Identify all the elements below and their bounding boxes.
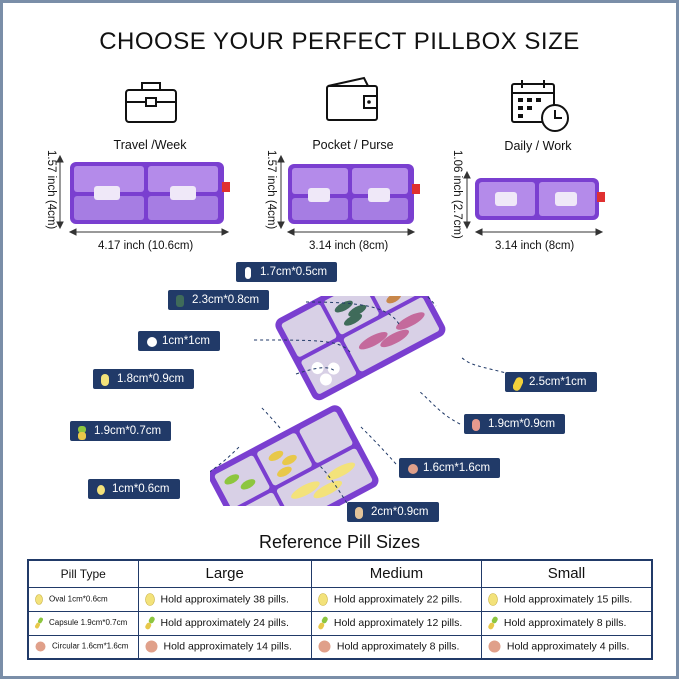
row-medium-cell: Hold approximately 22 pills. — [310, 586, 482, 612]
pillbox-small-image — [475, 178, 605, 220]
row-large-value: Hold approximately 38 pills. — [160, 592, 289, 605]
row-medium-value: Hold approximately 22 pills. — [333, 592, 463, 605]
circular-pill-icon — [145, 640, 157, 653]
table-row: Capsule 1.9cm*0.7cm Hold approximately 2… — [27, 610, 653, 636]
row-small-cell: Hold approximately 4 pills. — [480, 634, 653, 660]
briefcase-icon — [125, 82, 177, 123]
row-large-value: Hold approximately 14 pills. — [163, 640, 292, 653]
capsule-green-yellow-icon — [78, 426, 86, 440]
header-small: Small — [480, 559, 653, 588]
height-daily: 1.06 inch (2.7cm) — [451, 150, 463, 239]
wallet-icon — [326, 76, 378, 121]
pill-chip-h: 1.9cm*0.9cm — [464, 414, 566, 434]
capsule-green-icon — [176, 295, 184, 307]
row-type-cell: Capsule 1.9cm*0.7cm — [27, 610, 139, 636]
header-medium: Medium — [310, 559, 482, 588]
row-large-cell: Hold approximately 24 pills. — [137, 610, 312, 636]
pill-chip-i-label: 1.6cm*1.6cm — [423, 462, 491, 474]
reference-table: Pill Type Large Medium Small Oval 1cm*0.… — [27, 559, 653, 660]
oval-pill-icon — [488, 592, 498, 606]
oval-tan-icon — [355, 507, 363, 519]
table-row: Circular 1.6cm*1.6cm Hold approximately … — [27, 634, 653, 660]
row-large-value: Hold approximately 24 pills. — [160, 616, 289, 629]
pill-chip-d-label: 1.8cm*0.9cm — [117, 373, 185, 385]
row-large-cell: Hold approximately 38 pills. — [137, 586, 312, 612]
round-pink-icon — [408, 464, 418, 474]
width-daily: 3.14 inch (8cm) — [495, 240, 575, 252]
pill-chip-b-label: 2.3cm*0.8cm — [192, 294, 260, 306]
header-pill-type: Pill Type — [27, 559, 139, 588]
reference-title: Reference Pill Sizes — [258, 532, 421, 552]
header-large: Large — [137, 559, 312, 588]
pill-chip-i: 1.6cm*1.6cm — [399, 458, 501, 478]
oval-yellow-icon — [101, 374, 109, 386]
table-header-row: Pill Type Large Medium Small — [27, 559, 653, 588]
pill-chip-e-label: 1.9cm*0.7cm — [94, 425, 162, 437]
oval-large-yellow-icon — [513, 377, 523, 391]
row-type-cell: Circular 1.6cm*1.6cm — [27, 634, 139, 660]
pill-chip-e: 1.9cm*0.7cm — [70, 421, 172, 441]
pill-chip-j-label: 2cm*0.9cm — [371, 506, 429, 518]
row-medium-cell: Hold approximately 12 pills. — [310, 610, 482, 636]
row-type-cell: Oval 1cm*0.6cm — [27, 586, 139, 612]
oval-small-yellow-icon — [97, 485, 105, 495]
width-travel: 4.17 inch (10.6cm) — [98, 240, 194, 252]
row-type-label: Oval 1cm*0.6cm — [49, 594, 108, 604]
pill-chip-h-label: 1.9cm*0.9cm — [488, 418, 556, 430]
oval-pink-icon — [472, 419, 480, 431]
circular-pill-icon — [488, 640, 501, 653]
height-pocket: 1.57 inch (4cm) — [265, 150, 277, 230]
capsule-pill-icon — [318, 616, 328, 630]
oval-pill-icon — [35, 593, 43, 605]
dimension-lines — [56, 154, 604, 236]
circular-pill-icon — [318, 640, 331, 653]
pill-chip-f: 1cm*0.6cm — [88, 479, 180, 499]
pillbox-large-image — [70, 162, 230, 224]
size-label-daily: Daily / Work — [504, 139, 572, 153]
row-medium-value: Hold approximately 12 pills. — [333, 616, 463, 629]
pill-chip-d: 1.8cm*0.9cm — [93, 369, 195, 389]
row-small-value: Hold approximately 8 pills. — [503, 616, 627, 629]
capsule-pill-icon — [144, 616, 155, 630]
pill-chip-g: 2.5cm*1cm — [505, 372, 597, 392]
height-travel: 1.57 inch (4cm) — [45, 150, 57, 230]
pill-chip-c-label: 1cm*1cm — [162, 335, 210, 347]
row-type-label: Circular 1.6cm*1.6cm — [52, 641, 129, 651]
capsule-pill-icon — [488, 616, 498, 630]
circular-pill-icon — [35, 641, 46, 652]
width-pocket: 3.14 inch (8cm) — [309, 240, 389, 252]
pill-chip-g-label: 2.5cm*1cm — [529, 376, 587, 388]
pill-chip-b: 2.3cm*0.8cm — [168, 290, 270, 310]
size-label-pocket: Pocket / Purse — [312, 138, 394, 152]
pill-chip-a: 1.7cm*0.5cm — [236, 262, 338, 282]
row-type-label: Capsule 1.9cm*0.7cm — [49, 618, 128, 628]
calendar-clock-icon — [511, 80, 569, 132]
pill-chip-a-label: 1.7cm*0.5cm — [260, 266, 328, 278]
row-small-cell: Hold approximately 15 pills. — [480, 586, 653, 612]
capsule-pill-icon — [35, 617, 43, 629]
row-medium-cell: Hold approximately 8 pills. — [310, 634, 482, 660]
row-small-value: Hold approximately 15 pills. — [503, 592, 633, 605]
page-title: CHOOSE YOUR PERFECT PILLBOX SIZE — [99, 28, 580, 55]
row-small-cell: Hold approximately 8 pills. — [480, 610, 653, 636]
pill-chip-c: 1cm*1cm — [138, 331, 220, 351]
table-row: Oval 1cm*0.6cm Hold approximately 38 pil… — [27, 586, 653, 612]
row-medium-value: Hold approximately 8 pills. — [336, 640, 460, 653]
pill-chip-j: 2cm*0.9cm — [347, 502, 439, 522]
capsule-white-icon — [245, 267, 251, 279]
oval-pill-icon — [144, 592, 155, 606]
pillbox-medium-image — [288, 164, 420, 224]
pill-chip-f-label: 1cm*0.6cm — [112, 483, 170, 495]
round-white-icon — [147, 337, 157, 347]
oval-pill-icon — [318, 592, 328, 606]
open-pillbox-image — [210, 296, 510, 506]
row-large-cell: Hold approximately 14 pills. — [137, 634, 312, 660]
row-small-value: Hold approximately 4 pills. — [506, 640, 630, 653]
size-label-travel: Travel /Week — [113, 138, 187, 152]
